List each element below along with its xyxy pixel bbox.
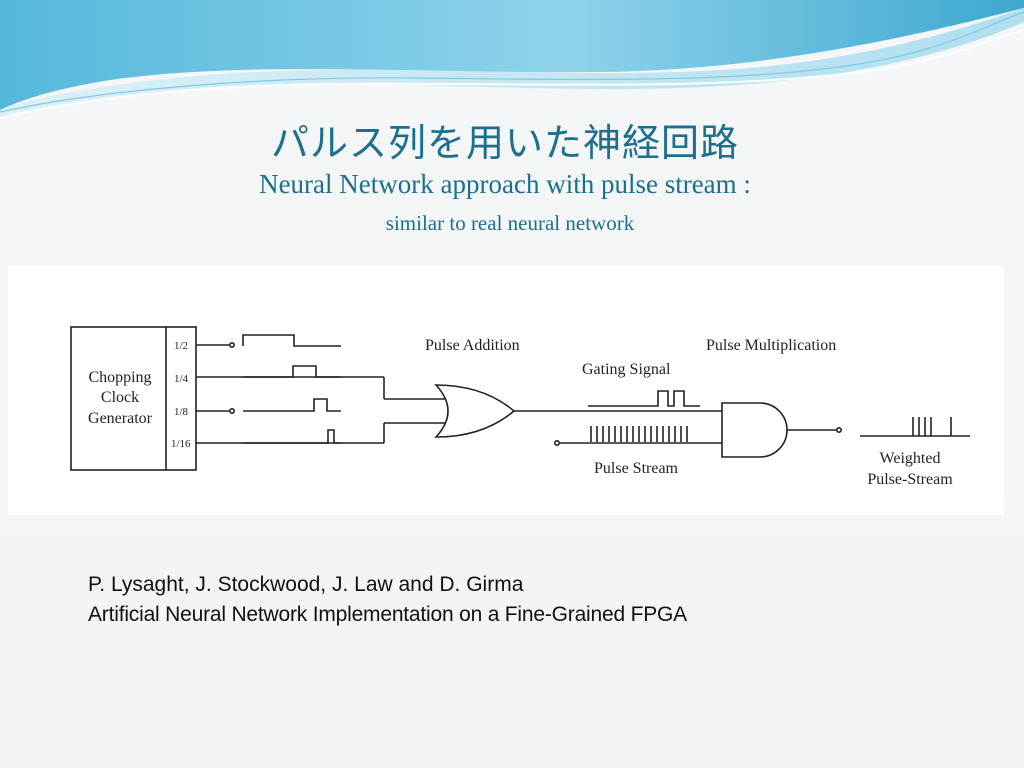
citation: P. Lysaght, J. Stockwood, J. Law and D. …: [88, 570, 687, 630]
citation-paper-title: Artificial Neural Network Implementation…: [88, 603, 687, 626]
waveform-sixteenth: [243, 429, 341, 444]
weighted-pulse-stream-waveform: [912, 417, 952, 436]
circuit-diagram-svg: Chopping Clock Generator 1/2 1/4 1/8 1/1…: [70, 326, 970, 488]
generator-label-line2: Clock: [101, 389, 139, 406]
weighted-label-line2: Pulse-Stream: [867, 471, 953, 488]
and-gate: [721, 402, 788, 458]
weighted-label-line1: Weighted: [880, 450, 941, 467]
pulse-multiplication-label: Pulse Multiplication: [706, 337, 836, 354]
ratio-label-quarter: 1/4: [174, 373, 189, 385]
header-wave-decoration: [0, 0, 1024, 119]
pulse-stream-label: Pulse Stream: [594, 460, 679, 477]
generator-label-line1: Chopping: [88, 369, 151, 386]
generator-label-line3: Generator: [88, 410, 153, 427]
waveform-eighth: [243, 398, 341, 412]
gating-signal-label: Gating Signal: [582, 361, 671, 378]
pulse-network-diagram: Chopping Clock Generator 1/2 1/4 1/8 1/1…: [8, 265, 1004, 515]
slide-subtitle: similar to real neural network: [385, 211, 635, 235]
pulse-addition-label: Pulse Addition: [425, 337, 520, 354]
ratio-label-eighth: 1/8: [174, 406, 189, 418]
slide-title-japanese: パルス列を用いた神経回路: [270, 121, 739, 165]
ratio-label-half: 1/2: [174, 340, 188, 352]
pulse-stream-waveform: [590, 426, 688, 442]
waveform-quarter: [243, 365, 341, 378]
waveform-half: [242, 334, 341, 347]
gating-signal-waveform: [588, 390, 700, 407]
slide-title-english: Neural Network approach with pulse strea…: [259, 169, 751, 199]
clock-generator-box: [70, 326, 197, 471]
ratio-label-sixteenth: 1/16: [171, 438, 191, 450]
or-gate: [434, 384, 516, 438]
citation-authors: P. Lysaght, J. Stockwood, J. Law and D. …: [88, 573, 524, 596]
